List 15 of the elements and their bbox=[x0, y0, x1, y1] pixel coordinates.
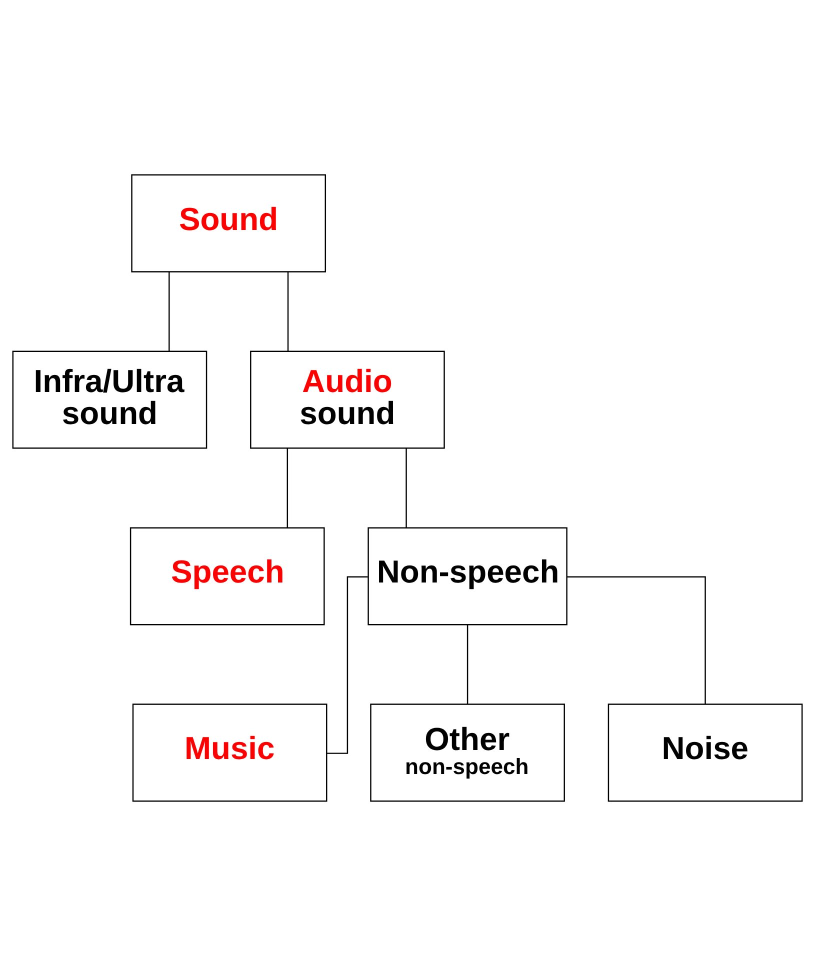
node-box: Noise bbox=[608, 703, 803, 802]
node-box: Infra/Ultra sound bbox=[12, 350, 208, 448]
connector bbox=[286, 448, 288, 528]
node-box: Music bbox=[132, 703, 328, 802]
node-box: Sound bbox=[131, 174, 326, 272]
connector bbox=[326, 576, 368, 754]
connector bbox=[287, 272, 289, 351]
connector bbox=[406, 448, 407, 528]
connector bbox=[466, 624, 468, 704]
node-box: Non-speech bbox=[368, 526, 568, 625]
connector bbox=[567, 576, 706, 704]
node-box: Audio sound bbox=[250, 350, 445, 448]
node-box: Other non-speech bbox=[370, 703, 565, 802]
connector bbox=[168, 272, 170, 351]
node-box: Speech bbox=[130, 526, 325, 625]
